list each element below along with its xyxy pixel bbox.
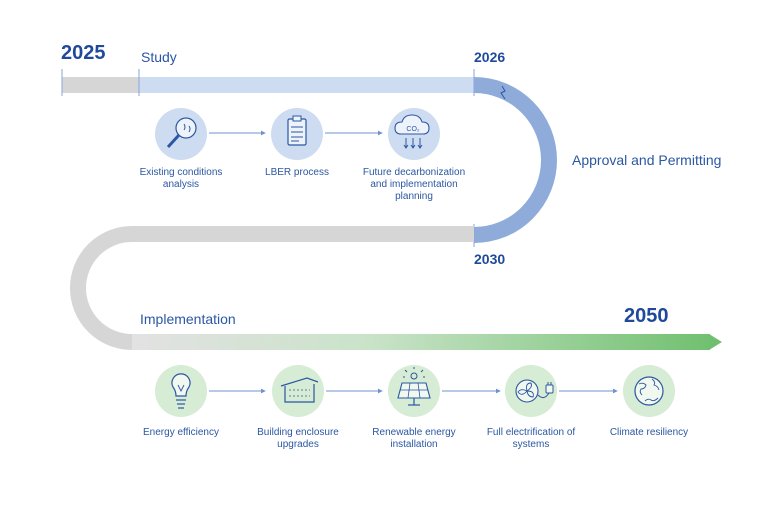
- impl-step-5: [623, 365, 675, 417]
- break-mark: [500, 85, 506, 100]
- study-step-label: Existing conditions analysis: [139, 167, 223, 190]
- study-step-1: [155, 108, 207, 160]
- impl-step-label: Building enclosure upgrades: [257, 427, 339, 450]
- phase-implementation: Implementation: [140, 311, 236, 327]
- impl-step-label: Climate resiliency: [609, 427, 689, 438]
- study-step-label: LBER process: [265, 167, 329, 178]
- timeline-segment-grey: [62, 77, 139, 93]
- study-step-2: [271, 108, 323, 160]
- impl-step-3: [388, 365, 440, 417]
- phase-study: Study: [141, 49, 177, 65]
- timeline-segment-study: [139, 77, 474, 93]
- timeline-segment-transition: [70, 226, 474, 350]
- year-2026: 2026: [474, 49, 506, 65]
- study-step-label: Future decarbonization and implementatio…: [362, 167, 466, 202]
- timeline-segment-implementation: [132, 334, 710, 350]
- phase-approval: Approval and Permitting: [572, 152, 722, 168]
- timeline-arrowhead: [709, 334, 722, 350]
- year-2050: 2050: [624, 305, 669, 327]
- year-2025: 2025: [61, 42, 106, 64]
- impl-step-label: Energy efficiency: [143, 427, 219, 438]
- timeline-segment-approval: [473, 77, 557, 243]
- impl-step-label: Renewable energy installation: [372, 427, 456, 450]
- impl-step-label: Full electrification of systems: [486, 427, 576, 450]
- impl-step-1: [155, 365, 207, 417]
- study-step-3: CO₂: [388, 108, 440, 160]
- impl-step-2: [272, 365, 324, 417]
- building-enclosure-icon: [272, 365, 324, 417]
- year-2030: 2030: [474, 251, 506, 267]
- co2-label: CO₂: [406, 126, 420, 133]
- impl-step-4: [505, 365, 557, 417]
